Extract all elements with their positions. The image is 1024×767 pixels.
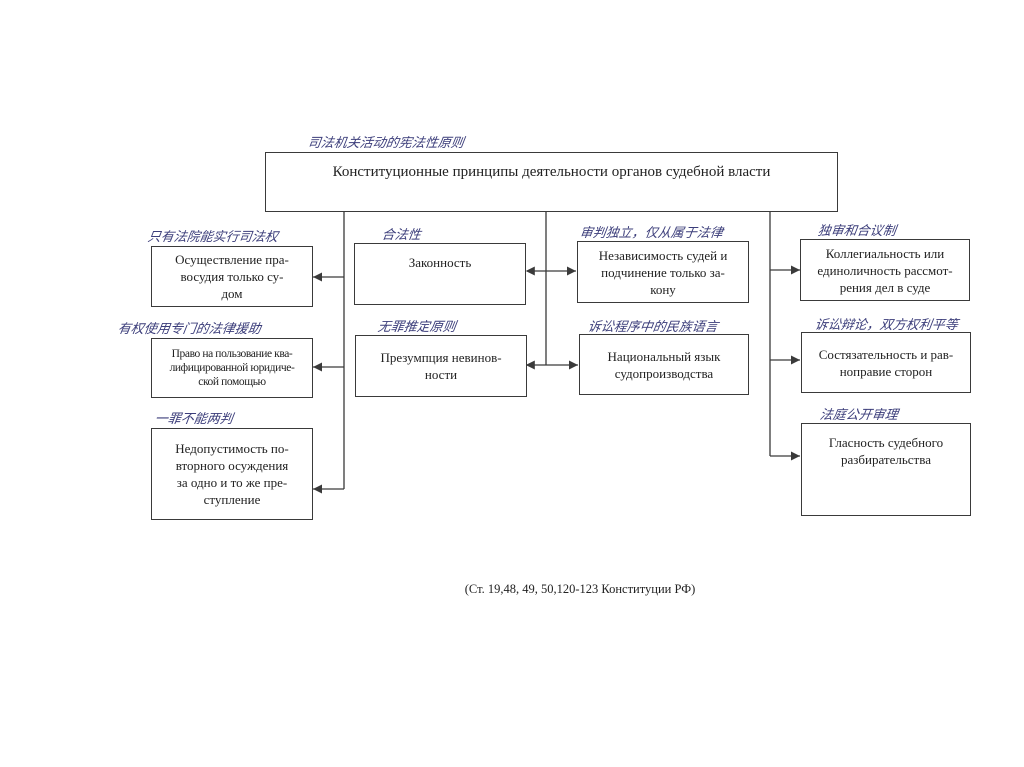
center-left-1-note: 合法性 bbox=[380, 228, 422, 243]
right-1-note: 独审和合议制 bbox=[816, 224, 897, 239]
center-left-2-label: Презумпция невинов- ности bbox=[380, 350, 502, 382]
center-right-1-label: Независимость судей и подчинение только … bbox=[598, 247, 728, 297]
center-box-national-language: Национальный язык судопроизводства bbox=[579, 334, 749, 395]
center-box-presumption-of-innocence: Презумпция невинов- ности bbox=[355, 335, 527, 397]
root-handwritten-note: 司法机关活动的宪法性原则 bbox=[306, 136, 465, 151]
root-label: Конституционные принципы деятельности ор… bbox=[332, 164, 771, 180]
center-box-judicial-independence: Независимость судей и подчинение только … bbox=[577, 241, 749, 303]
left-3-label: Недопустимость по- вторного осуждения за… bbox=[175, 441, 289, 507]
right-3-note: 法庭公开审理 bbox=[818, 408, 899, 423]
right-2-label: Состязательность и рав- ноправие сторон bbox=[818, 346, 954, 379]
left-2-label: Право на пользование ква- лифицированной… bbox=[169, 348, 295, 388]
left-box-double-jeopardy: Недопустимость по- вторного осуждения за… bbox=[151, 428, 313, 520]
left-3-note: 一罪不能两判 bbox=[153, 412, 234, 427]
right-box-collegiality: Коллегиальность или единоличность рассмо… bbox=[800, 239, 970, 301]
left-2-note: 有权使用专门的法律援助 bbox=[116, 322, 262, 337]
right-1-label: Коллегиальность или единоличность рассмо… bbox=[817, 245, 953, 295]
center-right-2-label: Национальный язык судопроизводства bbox=[607, 348, 721, 381]
right-box-adversarial: Состязательность и рав- ноправие сторон bbox=[801, 332, 971, 393]
center-right-1-note: 审判独立，仅从属于法律 bbox=[578, 226, 724, 241]
left-1-note: 只有法院能实行司法权 bbox=[146, 230, 279, 245]
center-left-1-label: Законность bbox=[408, 255, 472, 270]
left-box-legal-aid: Право на пользование ква- лифицированной… bbox=[151, 338, 313, 398]
right-3-label: Гласность судебного разбирательства bbox=[828, 435, 944, 467]
center-left-2-note: 无罪推定原则 bbox=[376, 320, 457, 335]
center-box-legality: Законность bbox=[354, 243, 526, 305]
center-right-2-note: 诉讼程序中的民族语言 bbox=[586, 320, 719, 335]
left-box-justice-only-by-court: Осуществление пра- восудия только су- до… bbox=[151, 246, 313, 307]
constitution-articles-caption: (Ст. 19,48, 49, 50,120-123 Конституции Р… bbox=[464, 582, 696, 596]
right-2-note: 诉讼辩论，双方权利平等 bbox=[813, 318, 959, 333]
right-box-publicity: Гласность судебного разбирательства bbox=[801, 423, 971, 516]
root-principles-box: Конституционные принципы деятельности ор… bbox=[265, 152, 838, 212]
left-1-label: Осуществление пра- восудия только су- до… bbox=[175, 252, 289, 301]
